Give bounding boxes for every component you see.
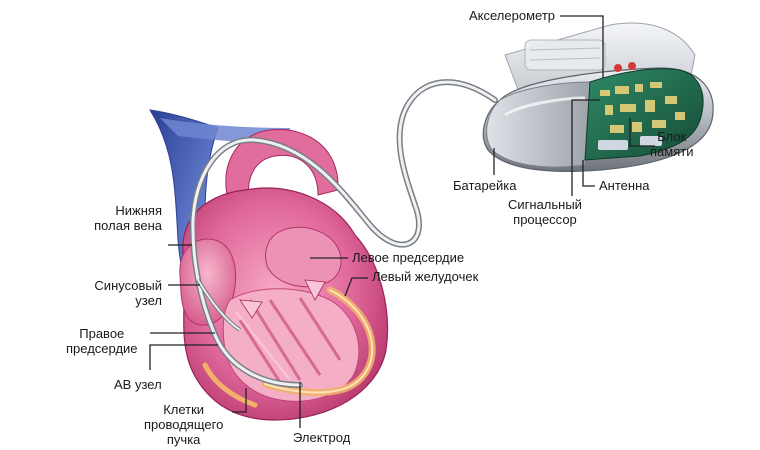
label-line: Антенна [599,178,650,193]
label-sinus-node: Синусовый узел [94,278,162,308]
label-line: Акселерометр [469,8,555,23]
label-antenna: Антенна [599,178,649,193]
label-line: Клетки [163,402,205,417]
label-line: пучка [166,432,201,447]
label-line: Батарейка [453,178,517,193]
label-line: Левый желудочек [372,269,479,284]
label-line: АВ узел [114,377,162,392]
label-line: Сигнальный [508,197,582,212]
label-inferior-vena-cava: Нижняя полая вена [94,203,162,233]
pacemaker-device [482,22,714,172]
label-battery: Батарейка [453,178,516,193]
label-left-ventricle: Левый желудочек [372,269,478,284]
label-left-atrium: Левое предсердие [352,250,464,265]
left-atrium-shape [265,226,342,288]
label-line: проводящего [144,417,224,432]
label-line: памяти [650,144,694,159]
label-electrode: Электрод [293,430,350,445]
label-line: Правое [79,326,125,341]
label-line: Нижняя [115,203,162,218]
battery-shape [486,81,591,168]
label-line: предсердие [66,341,138,356]
label-memory-block: Блок памяти [650,129,693,159]
label-accelerometer: Акселерометр [469,8,555,23]
label-line: полая вена [94,218,162,233]
heart-illustration [149,109,389,421]
label-right-atrium: Правое предсердие [66,326,138,356]
label-signal-processor: Сигнальный процессор [508,197,582,227]
label-line: Синусовый [94,278,162,293]
label-line: Левое предсердие [352,250,465,265]
label-line: Электрод [293,430,351,445]
label-av-node: АВ узел [114,377,162,392]
label-line: процессор [513,212,577,227]
lead-wire [189,79,498,388]
leader-lines [149,15,655,428]
label-line: узел [135,293,162,308]
label-bundle-cells: Клетки проводящего пучка [144,402,223,447]
circuit-board-shape [584,68,704,161]
label-line: Блок [657,129,687,144]
